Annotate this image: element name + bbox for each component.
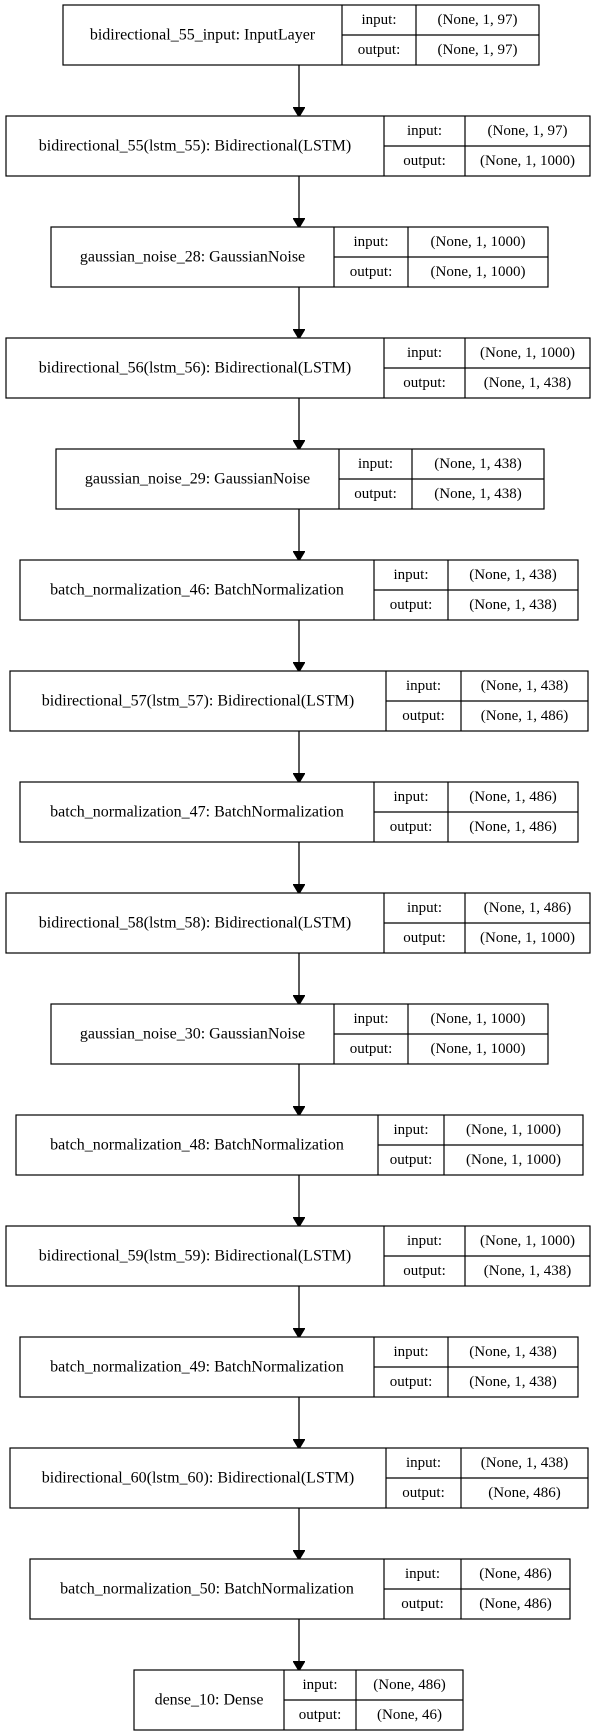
output-shape: (None, 46) (377, 1707, 442, 1723)
output-shape: (None, 1, 438) (469, 1374, 556, 1390)
layer-node: dense_10: Dense input: output: (None, 486) (… (133, 1669, 464, 1731)
output-label: output: (402, 708, 445, 724)
layer-node: bidirectional_59(lstm_59): Bidirectional… (5, 1225, 591, 1287)
input-label: input: (406, 1455, 441, 1471)
input-label: input: (406, 678, 441, 694)
output-shape: (None, 1, 1000) (480, 930, 575, 946)
input-label: input: (405, 1566, 440, 1582)
input-shape: (None, 1, 1000) (431, 1011, 526, 1027)
input-label: input: (361, 12, 396, 28)
output-label: output: (390, 819, 433, 835)
layer-name: bidirectional_57(lstm_57): Bidirectional… (42, 693, 354, 710)
output-shape: (None, 1, 1000) (431, 264, 526, 280)
input-label: input: (353, 1011, 388, 1027)
layer-node: bidirectional_55(lstm_55): Bidirectional… (5, 115, 591, 177)
output-shape: (None, 1, 438) (484, 375, 571, 391)
input-shape: (None, 1, 438) (481, 678, 568, 694)
layer-node: batch_normalization_46: BatchNormalizati… (19, 559, 579, 621)
nodes-group: bidirectional_55_input: InputLayer input:… (5, 4, 591, 1731)
layer-node: batch_normalization_47: BatchNormalizati… (19, 781, 579, 843)
input-shape: (None, 1, 438) (434, 456, 521, 472)
output-label: output: (390, 1374, 433, 1390)
input-shape: (None, 1, 97) (488, 123, 568, 139)
layer-name: bidirectional_55_input: InputLayer (90, 27, 316, 44)
input-shape: (None, 1, 486) (469, 789, 556, 805)
layer-node: bidirectional_55_input: InputLayer input:… (62, 4, 540, 66)
input-shape: (None, 1, 1000) (480, 345, 575, 361)
output-label: output: (354, 486, 397, 502)
input-label: input: (393, 567, 428, 583)
layer-name: gaussian_noise_29: GaussianNoise (85, 471, 310, 488)
layer-name: bidirectional_59(lstm_59): Bidirectional… (39, 1248, 351, 1265)
input-label: input: (353, 234, 388, 250)
output-label: output: (358, 42, 401, 58)
layer-node: batch_normalization_50: BatchNormalizati… (29, 1558, 571, 1620)
layer-name: gaussian_noise_28: GaussianNoise (80, 249, 305, 266)
input-shape: (None, 1, 486) (484, 900, 571, 916)
layer-name: gaussian_noise_30: GaussianNoise (80, 1026, 305, 1043)
input-shape: (None, 1, 438) (481, 1455, 568, 1471)
output-label: output: (350, 264, 393, 280)
output-label: output: (402, 1485, 445, 1501)
input-shape: (None, 486) (479, 1566, 551, 1582)
output-shape: (None, 1, 1000) (480, 153, 575, 169)
input-shape: (None, 1, 1000) (431, 234, 526, 250)
layer-node: gaussian_noise_30: GaussianNoise input: ou… (50, 1003, 549, 1065)
output-shape: (None, 1, 486) (481, 708, 568, 724)
output-label: output: (403, 930, 446, 946)
layer-name: bidirectional_60(lstm_60): Bidirectional… (42, 1470, 354, 1487)
layer-name: batch_normalization_47: BatchNormalizati… (50, 804, 344, 821)
layer-node: bidirectional_57(lstm_57): Bidirectional… (9, 670, 589, 732)
output-shape: (None, 486) (488, 1485, 560, 1501)
output-label: output: (350, 1041, 393, 1057)
layer-node: batch_normalization_48: BatchNormalizati… (15, 1114, 584, 1176)
layer-node: bidirectional_56(lstm_56): Bidirectional… (5, 337, 591, 399)
input-label: input: (393, 789, 428, 805)
output-shape: (None, 1, 438) (484, 1263, 571, 1279)
input-label: input: (393, 1122, 428, 1138)
layer-node: gaussian_noise_28: GaussianNoise input: ou… (50, 226, 549, 288)
layer-name: batch_normalization_46: BatchNormalizati… (50, 582, 344, 599)
output-label: output: (401, 1596, 444, 1612)
layer-name: dense_10: Dense (155, 1692, 264, 1709)
input-label: input: (407, 1233, 442, 1249)
input-label: input: (302, 1677, 337, 1693)
input-shape: (None, 1, 97) (438, 12, 518, 28)
layer-node: bidirectional_60(lstm_60): Bidirectional… (9, 1447, 589, 1509)
output-shape: (None, 1, 486) (469, 819, 556, 835)
input-shape: (None, 1, 1000) (480, 1233, 575, 1249)
output-label: output: (403, 375, 446, 391)
output-shape: (None, 1, 438) (469, 597, 556, 613)
output-label: output: (403, 153, 446, 169)
layer-name: batch_normalization_49: BatchNormalizati… (50, 1359, 344, 1376)
output-label: output: (390, 597, 433, 613)
layer-name: bidirectional_55(lstm_55): Bidirectional… (39, 138, 351, 155)
output-label: output: (403, 1263, 446, 1279)
input-label: input: (407, 345, 442, 361)
layer-node: batch_normalization_49: BatchNormalizati… (19, 1336, 579, 1398)
output-shape: (None, 1, 1000) (431, 1041, 526, 1057)
layer-name: batch_normalization_48: BatchNormalizati… (50, 1137, 344, 1154)
input-shape: (None, 486) (373, 1677, 445, 1693)
layer-name: bidirectional_56(lstm_56): Bidirectional… (39, 360, 351, 377)
output-shape: (None, 1, 438) (434, 486, 521, 502)
output-shape: (None, 486) (479, 1596, 551, 1612)
input-shape: (None, 1, 1000) (466, 1122, 561, 1138)
input-shape: (None, 1, 438) (469, 1344, 556, 1360)
input-label: input: (393, 1344, 428, 1360)
layer-name: bidirectional_58(lstm_58): Bidirectional… (39, 915, 351, 932)
layer-node: bidirectional_58(lstm_58): Bidirectional… (5, 892, 591, 954)
output-shape: (None, 1, 97) (438, 42, 518, 58)
input-label: input: (407, 123, 442, 139)
output-label: output: (299, 1707, 342, 1723)
input-label: input: (358, 456, 393, 472)
layer-name: batch_normalization_50: BatchNormalizati… (60, 1581, 354, 1598)
output-label: output: (390, 1152, 433, 1168)
input-label: input: (407, 900, 442, 916)
output-shape: (None, 1, 1000) (466, 1152, 561, 1168)
input-shape: (None, 1, 438) (469, 567, 556, 583)
layer-node: gaussian_noise_29: GaussianNoise input: ou… (55, 448, 545, 510)
